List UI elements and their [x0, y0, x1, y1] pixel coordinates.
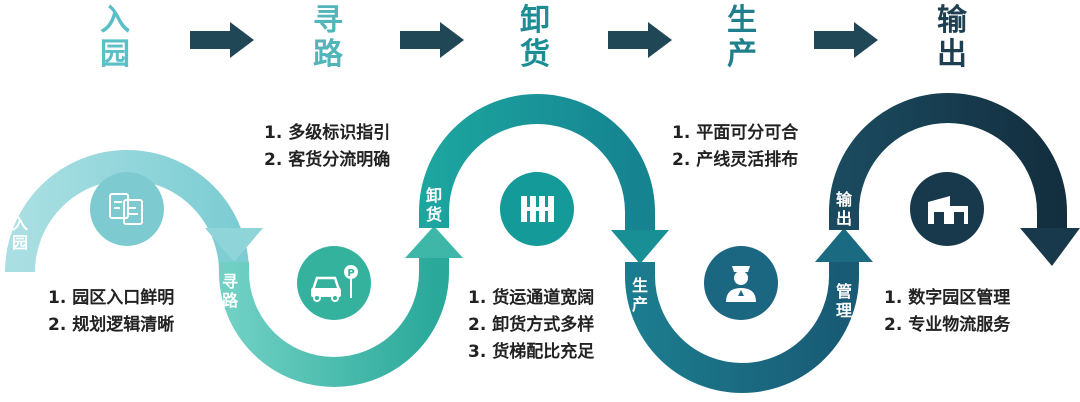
header-arrow-2 — [400, 22, 464, 58]
band-shengchan-arrowhead — [815, 228, 873, 262]
stage-title-xunlu: 寻路 — [313, 3, 343, 72]
band-label-guanli: 管理 — [835, 282, 852, 320]
car-parking-icon: P — [297, 246, 371, 320]
note-item: 2. 客货分流明确 — [264, 150, 391, 170]
band-ruyuan-arrowhead — [205, 228, 263, 262]
notes-xiehuo: 1. 货运通道宽阔 2. 卸货方式多样 3. 货梯配比充足 — [468, 285, 594, 366]
svg-text:P: P — [347, 268, 354, 279]
note-item: 1. 货运通道宽阔 — [468, 288, 595, 308]
note-item: 2. 专业物流服务 — [884, 315, 1011, 335]
notes-shengchan: 1. 平面可分可合 2. 产线灵活排布 — [672, 120, 798, 174]
band-label-shengchan: 生产 — [631, 276, 648, 314]
notes-shuchu: 1. 数字园区管理 2. 专业物流服务 — [884, 285, 1010, 339]
warehouse-icon — [910, 172, 984, 246]
band-label-xunlu: 寻路 — [221, 272, 238, 310]
band-label-xiehuo: 卸货 — [425, 186, 442, 224]
band-xunlu-arrowhead — [405, 226, 463, 258]
loading-dock-icon — [500, 172, 574, 246]
note-item: 1. 平面可分可合 — [672, 123, 799, 143]
band-label-shuchu: 输出 — [835, 190, 852, 228]
notes-xunlu: 1. 多级标识指引 2. 客货分流明确 — [264, 120, 390, 174]
stage-title-shuchu: 输出 — [937, 3, 967, 72]
band-shuchu — [829, 93, 1067, 230]
stage-title-xiehuo: 卸货 — [520, 3, 550, 72]
band-label-ruyuan: 入园 — [11, 214, 28, 252]
note-item: 1. 多级标识指引 — [264, 123, 391, 143]
note-item: 3. 货梯配比充足 — [468, 342, 595, 362]
note-item: 2. 规划逻辑清晰 — [48, 315, 175, 335]
band-shengchan — [625, 262, 859, 393]
worker-icon — [704, 246, 778, 320]
header-arrow-3 — [608, 22, 672, 58]
stage-title-shengchan: 生产 — [727, 3, 757, 72]
stage-title-ruyuan: 入园 — [100, 3, 130, 72]
map-icon — [90, 172, 164, 246]
notes-ruyuan: 1. 园区入口鲜明 2. 规划逻辑清晰 — [48, 285, 174, 339]
band-xunlu — [219, 258, 449, 387]
note-item: 2. 产线灵活排布 — [672, 150, 799, 170]
note-item: 1. 园区入口鲜明 — [48, 288, 175, 308]
band-xiehuo-arrowhead — [611, 230, 669, 264]
note-item: 1. 数字园区管理 — [884, 288, 1011, 308]
band-shuchu-arrowhead — [1020, 228, 1080, 266]
header-arrow-4 — [814, 22, 878, 58]
header-arrow-1 — [190, 22, 254, 58]
note-item: 2. 卸货方式多样 — [468, 315, 595, 335]
band-ruyuan — [5, 150, 249, 273]
band-xiehuo — [419, 94, 655, 230]
